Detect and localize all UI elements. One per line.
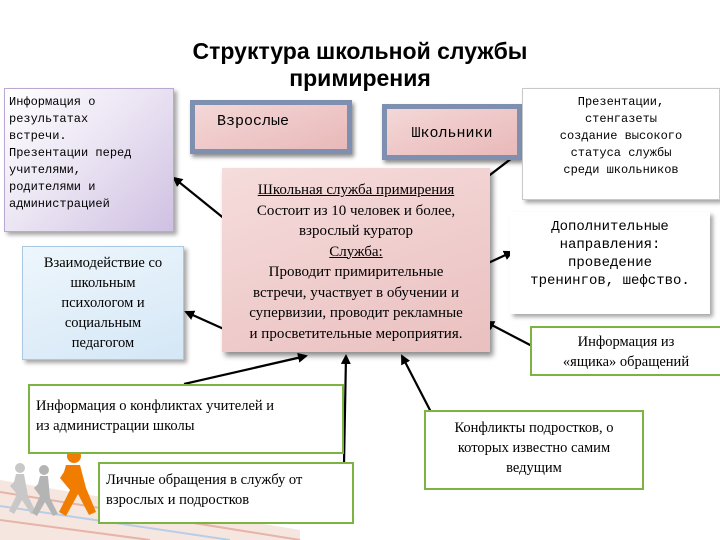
info-results-box: Информация о результатах встречи. Презен…: [4, 88, 174, 232]
service-function-label: Служба:: [329, 243, 383, 260]
conflicts-teens-box: Конфликты подростков, о которых известно…: [424, 410, 644, 490]
page-title: Структура школьной службы примирения: [192, 38, 528, 91]
interaction-box: Взаимодействие со школьным психологом и …: [22, 246, 184, 360]
students-box: Школьники: [382, 104, 522, 160]
box-info-box: Информация из «ящика» обращений: [530, 326, 720, 376]
arrow-from-conflicts-teens: [401, 354, 433, 415]
gray-runner-icon: [32, 465, 58, 516]
gray-runner-icon: [9, 463, 36, 514]
arrow-from-personal: [340, 354, 351, 465]
service-function-text: Проводит примирительные встречи, участву…: [249, 264, 463, 342]
arrow-from-box-info: [484, 321, 533, 347]
adults-box: Взрослые: [190, 100, 352, 154]
arrow-to-additional: [485, 250, 514, 265]
service-heading: Школьная служба примирения: [257, 182, 455, 198]
arrow-to-info-results: [172, 176, 227, 221]
personal-requests-box: Личные обращения в службу от взрослых и …: [98, 462, 354, 524]
conflicts-teachers-box: Информация о конфликтах учителей и из ад…: [28, 384, 344, 454]
arrow-from-conflicts-teachers: [183, 352, 308, 386]
presentations-box: Презентации, стенгазеты создание высоког…: [522, 88, 720, 200]
service-composition: Состоит из 10 человек и более, взрослый …: [256, 202, 456, 240]
additional-directions-box: Дополнительные направления: проведение т…: [510, 212, 710, 314]
service-box: Школьная служба примирения Состоит из 10…: [222, 168, 490, 352]
arrow-to-interaction: [184, 310, 227, 332]
